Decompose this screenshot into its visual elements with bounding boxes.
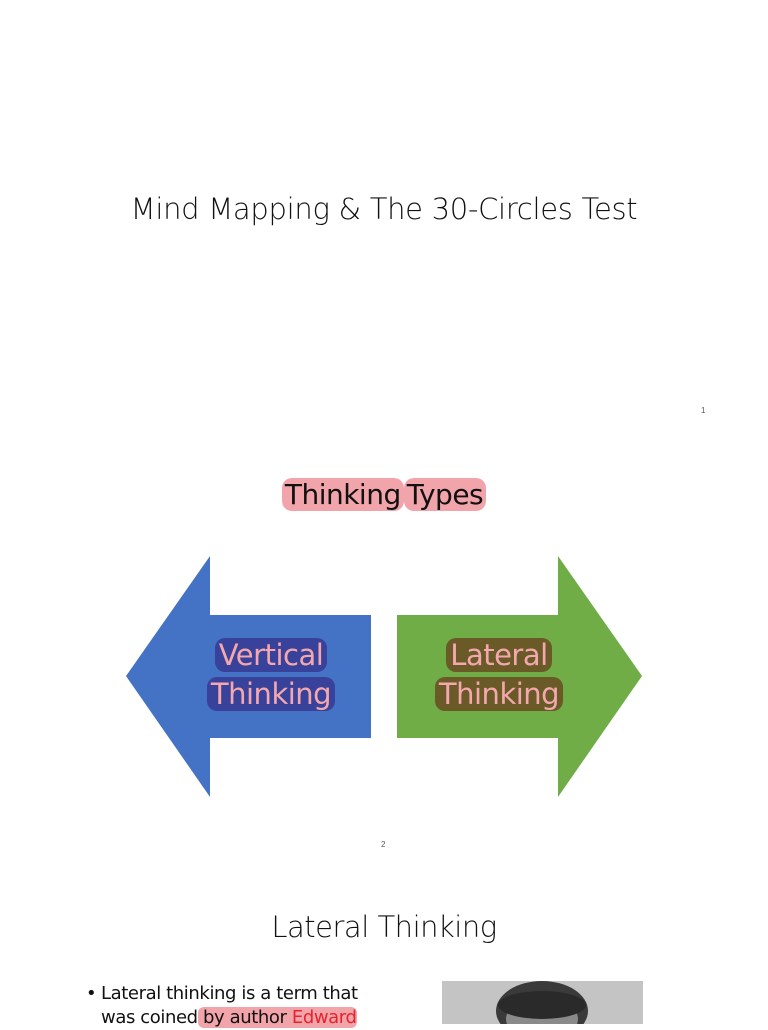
bullet-line2-plain: was coined	[101, 1007, 198, 1028]
slide2-page-number: 2	[381, 840, 386, 849]
bullet-marker: •	[86, 983, 97, 1004]
left-arrow-line1: Vertical	[214, 638, 328, 672]
right-arrow-shape	[397, 556, 642, 797]
slide1-title: Mind Mapping & The 30-Circles Test	[130, 192, 638, 226]
slide3-title: Lateral Thinking	[271, 910, 497, 944]
bullet-line2-red: Edward	[291, 1007, 357, 1028]
right-arrow-label: Lateral Thinking	[414, 636, 584, 714]
bullet-line1: Lateral thinking is a term that	[101, 983, 358, 1004]
left-arrow-shape	[126, 556, 371, 797]
slide2-title-word-1: Thinking	[281, 478, 404, 511]
bullet-line2-highlight: by author	[203, 1007, 287, 1028]
right-arrow-line1: Lateral	[446, 638, 552, 672]
bullet-text: Lateral thinking is a term that was coin…	[86, 982, 406, 1030]
bullet-item: • Lateral thinking is a term that was co…	[86, 982, 406, 1030]
left-arrow-label: Vertical Thinking	[186, 636, 356, 714]
person-silhouette-icon	[442, 981, 643, 1024]
right-arrow-line2: Thinking	[434, 677, 564, 711]
author-photo	[442, 981, 643, 1024]
slide2-title-word-2: Types	[403, 478, 487, 511]
slide1-page-number: 1	[701, 406, 706, 415]
left-arrow-line2: Thinking	[206, 677, 336, 711]
